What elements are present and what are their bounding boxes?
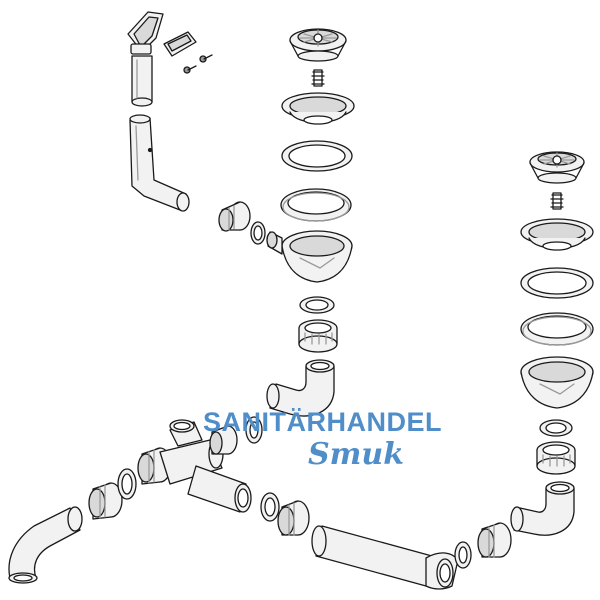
trap-elbow — [425, 552, 459, 590]
ring-1 — [117, 468, 137, 500]
screws — [183, 54, 213, 74]
right-flat-gasket — [520, 267, 594, 299]
union-nut-2 — [137, 447, 172, 485]
left-strainer-basket — [289, 28, 347, 62]
right-strainer-spring — [550, 192, 564, 210]
left-elbow — [266, 359, 335, 417]
left-union-nut — [298, 319, 338, 353]
left-waste-outlet — [266, 230, 353, 283]
union-nut-4 — [277, 500, 310, 536]
overflow-ring — [250, 221, 266, 245]
watermark-line-2: Smuk — [308, 437, 404, 472]
ring-4 — [454, 541, 472, 569]
right-profile-gasket — [520, 312, 594, 346]
right-waste-outlet — [520, 356, 594, 409]
left-small-gasket — [299, 296, 335, 314]
watermark-line-1: SANITÄRHANDEL — [203, 407, 442, 437]
overflow-hose-upper — [131, 55, 153, 107]
right-strainer-basket — [529, 151, 585, 184]
overflow-union-nut — [218, 201, 251, 232]
watermark: SANITÄRHANDEL Smuk — [203, 407, 442, 472]
right-elbow — [510, 481, 575, 536]
union-nut-1 — [88, 482, 123, 520]
right-small-gasket — [539, 419, 573, 437]
long-pipe — [311, 525, 433, 587]
outlet-elbow — [8, 506, 83, 584]
union-nut-5 — [477, 522, 512, 558]
overflow-gasket — [163, 31, 197, 57]
ring-2 — [245, 416, 263, 444]
right-union-nut — [536, 441, 576, 475]
left-strainer-bowl — [281, 92, 355, 125]
right-strainer-bowl — [520, 218, 594, 251]
union-nut-3 — [209, 425, 238, 455]
overflow-hose-lower — [129, 114, 190, 212]
left-profile-gasket — [280, 188, 352, 222]
connecting-pipe — [187, 465, 252, 513]
overflow-cover-plate — [127, 11, 164, 55]
left-flat-gasket — [281, 140, 353, 172]
left-strainer-spring — [311, 69, 325, 87]
ring-3 — [260, 492, 280, 522]
